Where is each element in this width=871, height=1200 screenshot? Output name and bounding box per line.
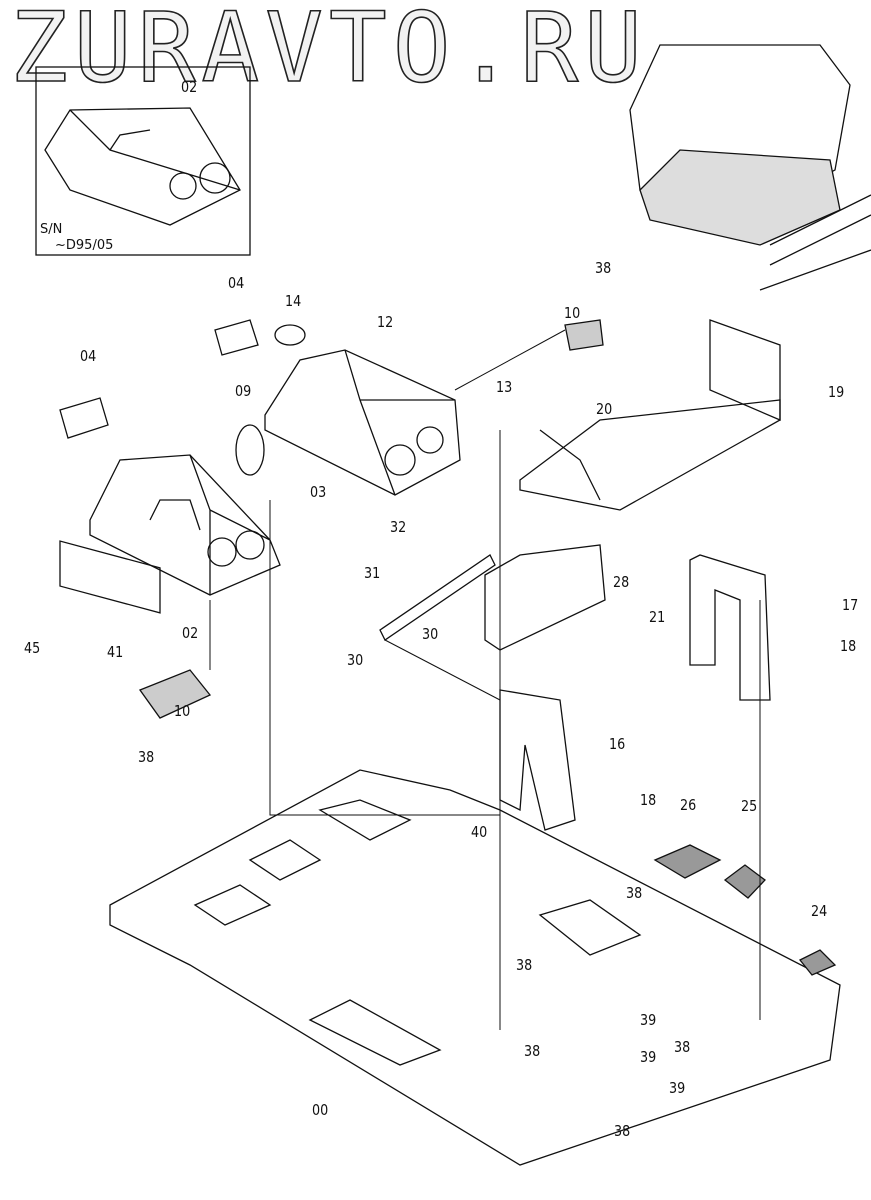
- part-label: 21: [649, 608, 666, 626]
- part-label: 30: [347, 651, 364, 669]
- part-label: 02: [182, 624, 199, 642]
- pad-10-upper: [564, 319, 604, 351]
- stand-16: [499, 689, 576, 831]
- vent-04-left: [59, 397, 109, 439]
- part-label: 17: [842, 596, 859, 614]
- part-label: 03: [310, 483, 327, 501]
- part-label: 04: [80, 347, 97, 365]
- vent-04-upper: [214, 319, 259, 356]
- part-label: 40: [471, 823, 488, 841]
- serial-range: ~D95/05: [55, 238, 114, 253]
- part-label: 25: [741, 797, 758, 815]
- bracket-19: [519, 319, 781, 511]
- part-label: 09: [235, 382, 252, 400]
- mount-24: [798, 949, 837, 976]
- part-label: 31: [364, 564, 381, 582]
- inset-frame: [35, 66, 251, 256]
- part-label: 12: [377, 313, 394, 331]
- part-label: 18: [640, 791, 657, 809]
- part-label: 19: [828, 383, 845, 401]
- mount-26: [653, 844, 722, 879]
- part-label: 00: [312, 1101, 329, 1119]
- part-label: 38: [516, 956, 533, 974]
- bracket-28: [484, 544, 606, 651]
- part-label: 39: [640, 1011, 657, 1029]
- duct-09: [235, 424, 265, 476]
- grommet-14: [274, 324, 306, 346]
- part-label: 10: [174, 702, 191, 720]
- part-label: 39: [669, 1079, 686, 1097]
- part-label: 45: [24, 639, 41, 657]
- cover-41: [59, 540, 161, 614]
- part-label: 04: [228, 274, 245, 292]
- part-label: 38: [595, 259, 612, 277]
- leader-lines: [209, 329, 761, 1030]
- stand-17: [689, 554, 771, 701]
- part-label: 38: [614, 1122, 631, 1140]
- part-label: 32: [390, 518, 407, 536]
- part-label: 38: [524, 1042, 541, 1060]
- inset-heater-unit: [44, 107, 241, 226]
- part-label: 16: [609, 735, 626, 753]
- part-label: 26: [680, 796, 697, 814]
- part-label: 38: [626, 884, 643, 902]
- terminal-bar-31: [379, 554, 496, 641]
- heater-unit-02: [89, 454, 281, 596]
- part-label: 41: [107, 643, 124, 661]
- inset-part-label: 02: [181, 78, 198, 96]
- part-label: 20: [596, 400, 613, 418]
- cab-overview: [629, 44, 871, 291]
- watermark: ZURAVTO.RU: [9, 0, 648, 105]
- part-label: 28: [613, 573, 630, 591]
- part-label: 39: [640, 1048, 657, 1066]
- floor-plate-00: [109, 769, 841, 1166]
- part-label: 18: [840, 637, 857, 655]
- floor-openings: [193, 799, 642, 1066]
- part-label: 13: [496, 378, 513, 396]
- part-label: 14: [285, 292, 302, 310]
- pad-10-lower: [138, 669, 212, 719]
- part-label: 24: [811, 902, 828, 920]
- mount-25: [723, 864, 766, 899]
- part-label: 38: [674, 1038, 691, 1056]
- part-label: 38: [138, 748, 155, 766]
- part-label: 10: [564, 304, 581, 322]
- heater-unit-12: [264, 349, 461, 496]
- serial-label: S/N: [40, 222, 63, 237]
- part-label: 30: [422, 625, 439, 643]
